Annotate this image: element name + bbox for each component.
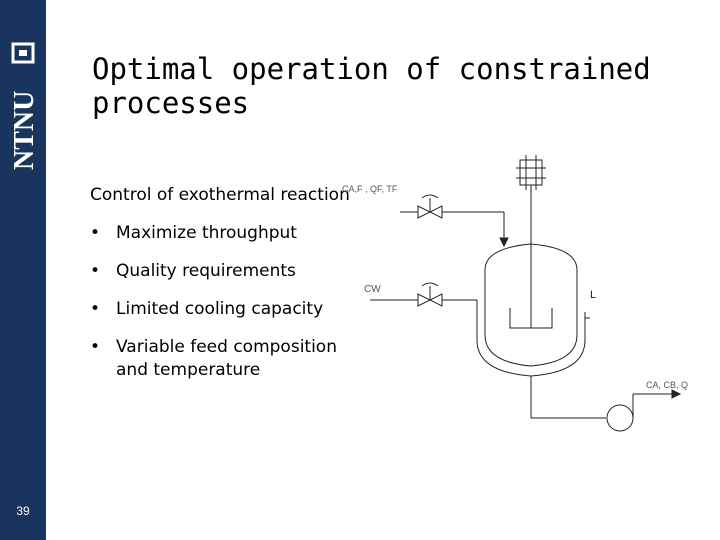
feed-valve xyxy=(417,205,432,219)
motor-box xyxy=(519,159,543,186)
bullet-item: Maximize throughput xyxy=(90,222,370,245)
level-label: L xyxy=(590,289,596,301)
reactor-vessel xyxy=(484,243,578,367)
product-label: CA, CB, Q xyxy=(646,380,688,390)
coolant-valve xyxy=(417,293,432,307)
page-number: 39 xyxy=(16,504,30,518)
intro-text: Control of exothermal reaction xyxy=(90,185,350,205)
bullet-item: Quality requirements xyxy=(90,260,370,283)
ntnu-logo: NTNU xyxy=(9,42,40,170)
slide-content: Control of exothermal reaction Maximize … xyxy=(90,184,370,397)
pump xyxy=(606,404,634,432)
sidebar: NTNU 39 xyxy=(0,0,46,540)
bullet-item: Limited cooling capacity xyxy=(90,298,370,321)
feed-label: CA,F , QF, TF xyxy=(342,184,398,194)
bullet-item: Variable feed composition and temperatur… xyxy=(90,336,370,382)
coolant-label: CW xyxy=(364,284,381,295)
slide-title: Optimal operation of constrained process… xyxy=(92,52,651,120)
svg-text:NTNU: NTNU xyxy=(9,91,40,170)
impeller xyxy=(509,308,553,329)
reactor-diagram: CA,F , QF, TF CW L CA, CB, Q xyxy=(342,155,688,432)
